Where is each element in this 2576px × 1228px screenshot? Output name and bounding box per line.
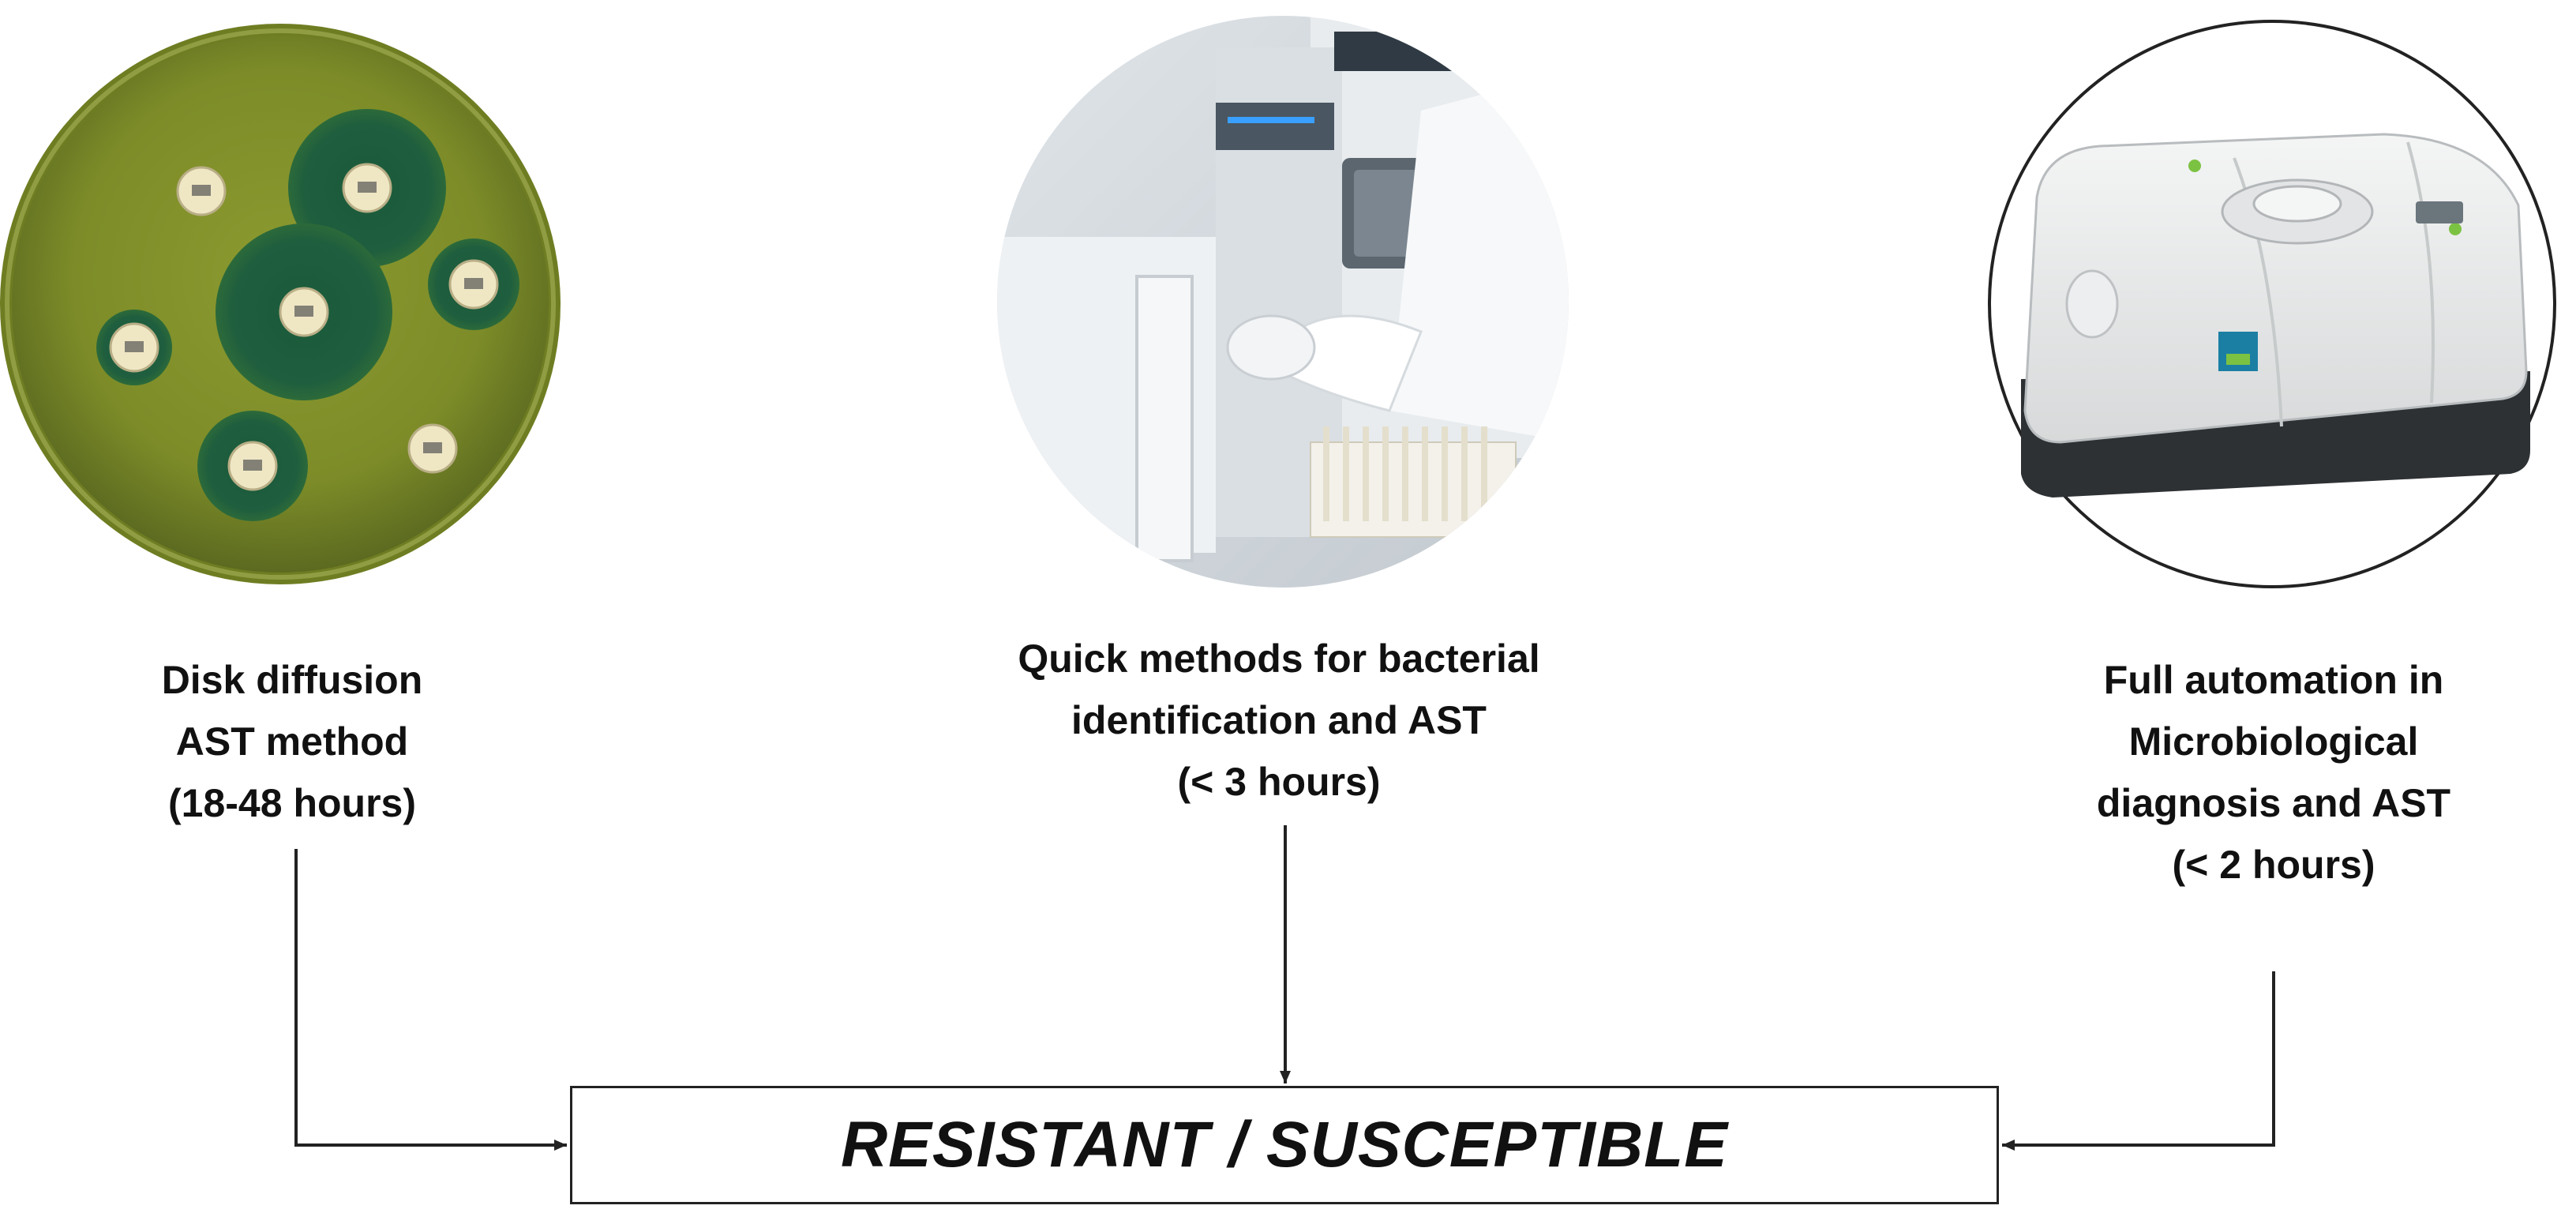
caption-line: (< 2 hours) <box>2172 843 2375 887</box>
petri-dish-image <box>0 24 561 584</box>
caption-line: Full automation in <box>2103 658 2444 702</box>
arrow-right <box>2002 971 2275 1151</box>
arrow-left <box>294 849 567 1151</box>
caption-quick-methods: Quick methods for bacterial identificati… <box>916 628 1642 813</box>
automated-analyzer-image <box>1988 20 2556 588</box>
result-label: RESISTANT / SUSCEPTIBLE <box>840 1109 1729 1181</box>
result-box: RESISTANT / SUSCEPTIBLE <box>570 1086 1999 1204</box>
caption-full-automation: Full automation in Microbiological diagn… <box>2021 649 2526 896</box>
caption-line: Disk diffusion <box>161 658 423 702</box>
connector-arrows <box>294 825 2275 1151</box>
caption-line: Quick methods for bacterial <box>1018 637 1540 681</box>
caption-disk-diffusion: Disk diffusion AST method (18-48 hours) <box>87 649 497 834</box>
lab-instrument-image <box>997 16 1569 588</box>
caption-line: identification and AST <box>1071 698 1487 742</box>
caption-line: (< 3 hours) <box>1177 760 1381 804</box>
caption-line: AST method <box>175 719 409 764</box>
caption-line: Microbiological <box>2128 719 2419 764</box>
brand-logo-icon <box>2218 332 2258 371</box>
caption-line: diagnosis and AST <box>2096 781 2451 825</box>
caption-line: (18-48 hours) <box>168 781 416 825</box>
